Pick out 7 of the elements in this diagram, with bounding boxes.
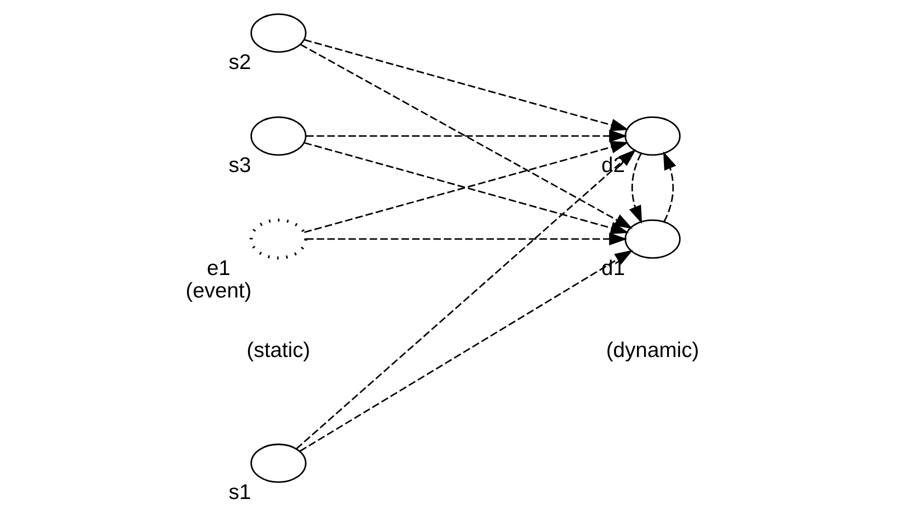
node-label: s1	[228, 481, 252, 504]
node-label: s2	[228, 50, 252, 74]
label: (dynamic)	[606, 338, 700, 362]
node-label: s3	[228, 154, 252, 177]
node-label: (event)	[186, 280, 252, 303]
node-label: e1	[206, 256, 230, 280]
label: (static)	[246, 338, 310, 362]
